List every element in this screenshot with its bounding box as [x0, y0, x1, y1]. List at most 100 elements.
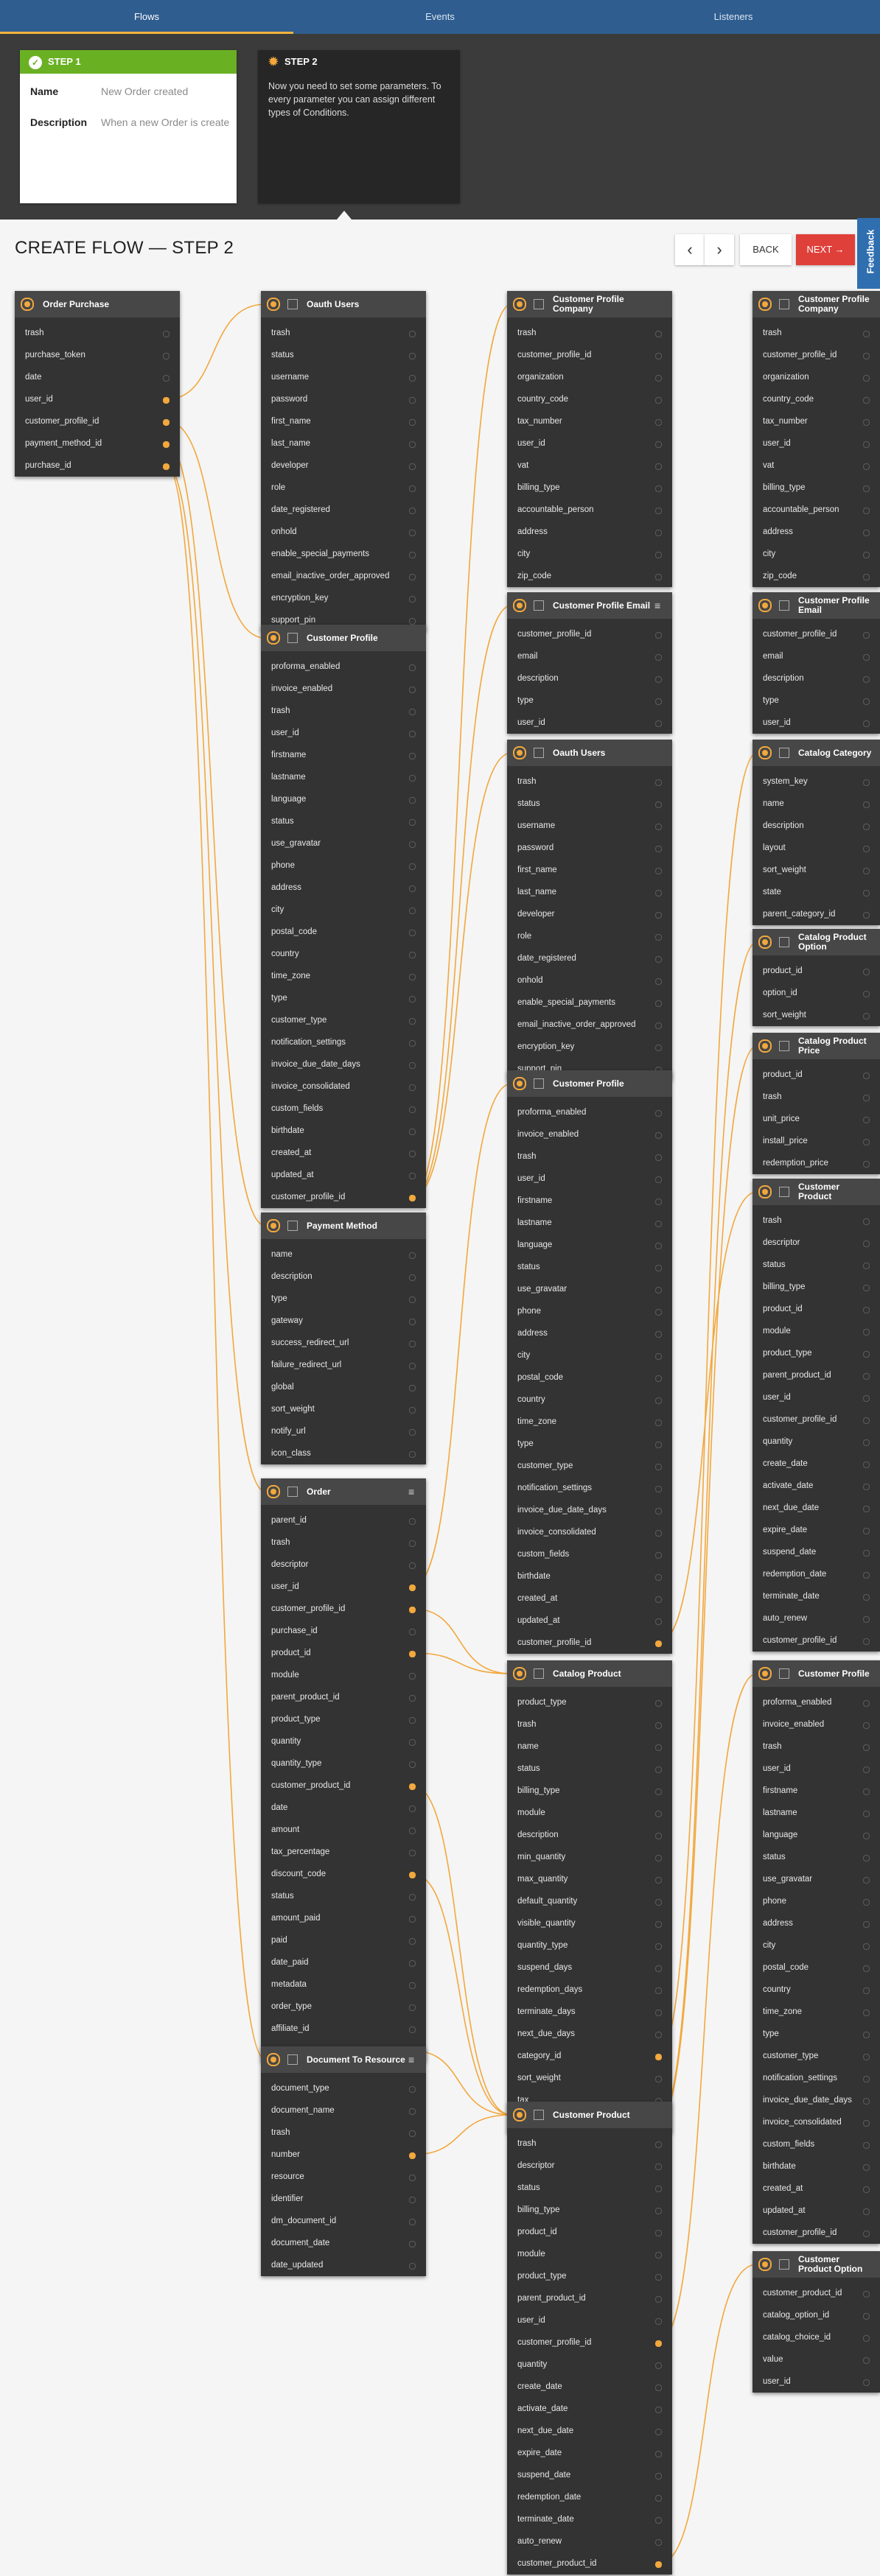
field-row[interactable]: module [507, 1802, 672, 1824]
entity-header[interactable]: Customer Profile Company [752, 291, 880, 317]
checkbox[interactable] [779, 600, 789, 611]
field-row[interactable]: use_gravatar [507, 1278, 672, 1300]
field-row[interactable]: country [507, 1389, 672, 1411]
field-row[interactable]: visible_quantity [507, 1912, 672, 1934]
tab-listeners[interactable]: Listeners [713, 11, 753, 22]
field-row[interactable]: city [752, 1934, 880, 1956]
entity-header[interactable]: Catalog Category [752, 740, 880, 766]
field-row[interactable]: tax_number [752, 410, 880, 432]
checkbox[interactable] [287, 633, 298, 643]
field-row[interactable]: customer_type [752, 2045, 880, 2067]
field-row[interactable]: time_zone [752, 2001, 880, 2023]
field-row[interactable]: role [261, 477, 426, 499]
field-row[interactable]: sort_weight [752, 859, 880, 881]
field-row[interactable]: address [752, 1912, 880, 1934]
field-row[interactable]: quantity_type [507, 1934, 672, 1956]
field-row[interactable]: postal_code [261, 921, 426, 943]
field-row[interactable]: invoice_due_date_days [507, 1499, 672, 1521]
field-row[interactable]: language [752, 1824, 880, 1846]
field-row[interactable]: metadata [261, 1973, 426, 1996]
radio-icon[interactable] [758, 1185, 772, 1198]
radio-icon[interactable] [758, 936, 772, 949]
field-row[interactable]: parent_id [261, 1509, 426, 1531]
field-row[interactable]: description [752, 815, 880, 837]
checkbox[interactable] [779, 937, 789, 947]
checkbox[interactable] [534, 600, 544, 611]
next-button[interactable]: NEXT → [796, 234, 855, 265]
field-row[interactable]: user_id [752, 1758, 880, 1780]
field-row[interactable]: trash [752, 1086, 880, 1108]
field-row[interactable]: affiliate_id [261, 2018, 426, 2040]
field-row[interactable]: terminate_days [507, 2001, 672, 2023]
field-row[interactable]: lastname [752, 1802, 880, 1824]
field-row[interactable]: lastname [261, 766, 426, 788]
field-row[interactable]: paid [261, 1929, 426, 1951]
field-row[interactable]: activate_date [752, 1475, 880, 1497]
field-row[interactable]: country_code [752, 388, 880, 410]
field-row[interactable]: type [507, 689, 672, 712]
field-row[interactable]: user_id [507, 1168, 672, 1190]
field-row[interactable]: suspend_days [507, 1956, 672, 1979]
field-row[interactable]: postal_code [752, 1956, 880, 1979]
entity-header[interactable]: Customer Product [507, 2102, 672, 2128]
field-row[interactable]: customer_profile_id [507, 344, 672, 366]
tab-events[interactable]: Events [425, 11, 455, 22]
field-row[interactable]: birthdate [261, 1120, 426, 1142]
field-row[interactable]: product_type [507, 2265, 672, 2287]
field-row[interactable]: type [261, 1288, 426, 1310]
field-row[interactable]: product_id [507, 2221, 672, 2243]
entity-header[interactable]: Customer Profile Email [752, 592, 880, 619]
field-row[interactable]: email [507, 645, 672, 667]
field-row[interactable]: customer_profile_id [752, 2222, 880, 2244]
field-row[interactable]: status [507, 2177, 672, 2199]
field-row[interactable]: accountable_person [752, 499, 880, 521]
checkbox[interactable] [779, 2259, 789, 2270]
field-row[interactable]: organization [752, 366, 880, 388]
field-row[interactable]: status [261, 344, 426, 366]
field-row[interactable]: product_id [752, 1298, 880, 1320]
field-row[interactable]: customer_profile_id [752, 623, 880, 645]
field-row[interactable]: redemption_date [507, 2486, 672, 2508]
radio-icon[interactable] [758, 599, 772, 612]
field-row[interactable]: enable_special_payments [261, 543, 426, 565]
field-row[interactable]: expire_date [752, 1519, 880, 1541]
field-row[interactable]: value [752, 2348, 880, 2370]
checkbox[interactable] [534, 1078, 544, 1089]
radio-icon[interactable] [758, 298, 772, 311]
field-row[interactable]: order_type [261, 1996, 426, 2018]
radio-icon[interactable] [513, 298, 526, 311]
entity-header[interactable]: Customer Product [752, 1179, 880, 1205]
field-row[interactable]: user_id [507, 2309, 672, 2331]
radio-icon[interactable] [267, 298, 280, 311]
checkbox[interactable] [287, 1487, 298, 1497]
field-row[interactable]: status [261, 1885, 426, 1907]
field-row[interactable]: notification_settings [507, 1477, 672, 1499]
field-row[interactable]: updated_at [752, 2200, 880, 2222]
field-row[interactable]: firstname [261, 744, 426, 766]
field-row[interactable]: city [507, 543, 672, 565]
field-row[interactable]: password [507, 837, 672, 859]
field-row[interactable]: tax_number [507, 410, 672, 432]
field-row[interactable]: customer_profile_id [507, 2331, 672, 2354]
field-row[interactable]: encryption_key [507, 1036, 672, 1058]
entity-card[interactable]: Customer Profile Email customer_profile_i… [752, 592, 880, 734]
radio-icon[interactable] [513, 1077, 526, 1090]
field-row[interactable]: phone [752, 1890, 880, 1912]
field-row[interactable]: last_name [261, 432, 426, 455]
field-row[interactable]: trash [507, 1145, 672, 1168]
forward-button[interactable]: › [705, 234, 734, 265]
field-row[interactable]: role [507, 925, 672, 947]
field-row[interactable]: invoice_consolidated [752, 2111, 880, 2133]
field-row[interactable]: vat [507, 455, 672, 477]
field-row[interactable]: trash [261, 322, 426, 344]
field-row[interactable]: descriptor [507, 2155, 672, 2177]
field-row[interactable]: vat [752, 455, 880, 477]
field-row[interactable]: trash [15, 322, 180, 344]
